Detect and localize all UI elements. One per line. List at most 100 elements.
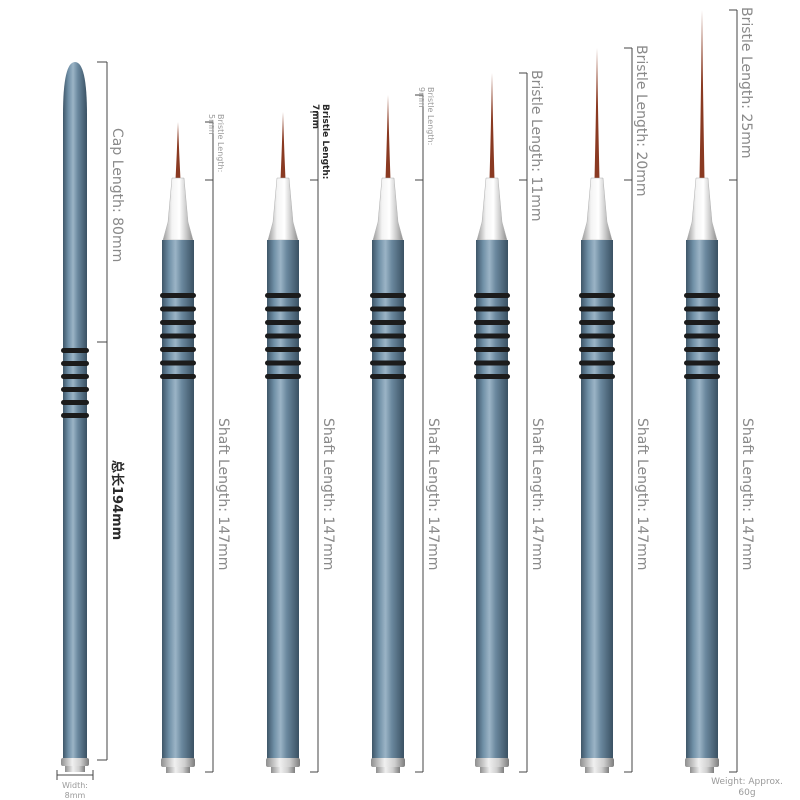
cap-grip-ring — [61, 348, 89, 353]
grip-ring — [370, 333, 406, 339]
bristle-length-label-line: Bristle Length: — [216, 114, 225, 172]
grip-ring — [370, 320, 406, 325]
shaft-length-label: Shaft Length: 147mm — [529, 418, 545, 570]
brush-item — [579, 48, 615, 773]
cap-body — [63, 62, 87, 760]
grip-ring — [684, 333, 720, 339]
ferrule — [686, 177, 718, 241]
cap-grip-ring — [61, 374, 89, 379]
total-length-label: 总长194mm — [109, 460, 125, 540]
grip-ring — [684, 360, 720, 366]
cap-base-foot — [65, 766, 85, 772]
ferrule — [372, 177, 404, 241]
grip-ring — [684, 374, 720, 379]
grip-ring — [474, 293, 510, 298]
grip-ring — [579, 347, 615, 352]
grip-ring — [265, 374, 301, 379]
bristle-length-label: Bristle Length:5mm — [207, 114, 225, 172]
handle-base-foot — [376, 767, 400, 773]
handle — [162, 240, 194, 760]
bristle — [385, 95, 391, 180]
grip-ring — [370, 293, 406, 298]
bristle-length-label-line: Bristle Length: 20mm — [633, 45, 649, 197]
grip-ring — [160, 293, 196, 298]
grip-ring — [579, 360, 615, 366]
bristle-length-label-line: 9mm — [417, 87, 426, 108]
ferrule — [476, 177, 508, 241]
grip-ring — [474, 360, 510, 366]
grip-ring — [160, 320, 196, 325]
cap-grip-ring — [61, 387, 89, 392]
grip-ring — [265, 360, 301, 366]
grip-ring — [684, 347, 720, 352]
bristle-length-label: Bristle Length: 25mm — [738, 7, 754, 159]
shaft-length-label-line: Shaft Length: 147mm — [739, 418, 755, 570]
bristle — [489, 73, 495, 180]
brush-item — [160, 122, 196, 773]
grip-ring — [579, 306, 615, 312]
brush-item — [370, 95, 406, 773]
bristle-length-label-line: Bristle Length: 11mm — [528, 70, 544, 222]
grip-ring — [160, 306, 196, 312]
brush-item — [474, 73, 510, 773]
grip-ring — [265, 320, 301, 325]
bristle — [699, 10, 705, 180]
grip-ring — [370, 360, 406, 366]
grip-ring — [370, 347, 406, 352]
bristle — [280, 112, 286, 180]
grip-ring — [370, 374, 406, 379]
handle-base-foot — [585, 767, 609, 773]
dimension-labels: Cap Length: 80mm总长194mmWidth:8mmWeight: … — [62, 7, 783, 800]
grip-ring — [370, 306, 406, 312]
cap-grip-ring — [61, 413, 89, 418]
shaft-length-label: Shaft Length: 147mm — [739, 418, 755, 570]
grip-ring — [684, 293, 720, 298]
bristle — [594, 48, 600, 180]
cap-grip-ring — [61, 400, 89, 405]
grip-ring — [474, 306, 510, 312]
grip-ring — [474, 347, 510, 352]
grip-ring — [474, 374, 510, 379]
bristle-length-label: Bristle Length:9mm — [417, 87, 435, 145]
grip-ring — [684, 320, 720, 325]
grip-ring — [265, 333, 301, 339]
handle-base — [475, 758, 509, 767]
cap-pen — [61, 62, 89, 772]
grip-ring — [160, 347, 196, 352]
brush-item — [265, 112, 301, 773]
grip-ring — [684, 306, 720, 312]
handle — [267, 240, 299, 760]
grip-ring — [579, 374, 615, 379]
handle-base — [161, 758, 195, 767]
bristle-length-label: Bristle Length: 20mm — [633, 45, 649, 197]
shaft-length-label-line: Shaft Length: 147mm — [215, 418, 231, 570]
handle — [686, 240, 718, 760]
bristle-length-label-line: 7mm — [310, 104, 320, 129]
handle-base-foot — [271, 767, 295, 773]
handle — [581, 240, 613, 760]
brush-item — [684, 10, 720, 773]
handle-base-foot — [166, 767, 190, 773]
cap-length-label-line: Cap Length: 80mm — [109, 128, 125, 262]
grip-ring — [579, 293, 615, 298]
dimension-lines — [56, 9, 738, 780]
total-length-label-line: 总长194mm — [109, 460, 125, 540]
cap-base — [61, 758, 89, 766]
handle-base — [371, 758, 405, 767]
grip-ring — [265, 293, 301, 298]
bristle-length-label: Bristle Length:7mm — [310, 104, 330, 179]
grip-ring — [474, 320, 510, 325]
bristle-length-label-line: Bristle Length: — [320, 104, 330, 179]
handle-base — [580, 758, 614, 767]
shaft-length-label: Shaft Length: 147mm — [215, 418, 231, 570]
shaft-length-label: Shaft Length: 147mm — [320, 418, 336, 570]
grip-ring — [265, 347, 301, 352]
shaft-length-label-line: Shaft Length: 147mm — [529, 418, 545, 570]
ferrule — [581, 177, 613, 241]
weight-label: Weight: Approx.60g — [711, 777, 783, 798]
grip-ring — [160, 374, 196, 379]
shaft-length-label-line: Shaft Length: 147mm — [425, 418, 441, 570]
bristle-length-label-line: Bristle Length: 25mm — [738, 7, 754, 159]
grip-ring — [160, 360, 196, 366]
